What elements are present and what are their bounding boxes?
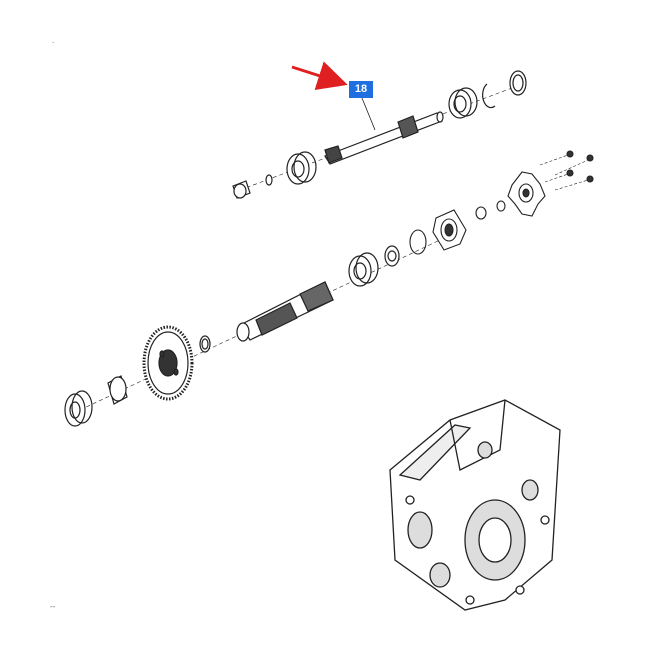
corner-mark-bottom-left: -- xyxy=(50,602,56,611)
pointer-arrow-icon xyxy=(291,61,348,90)
lower-small-bearing xyxy=(384,245,400,267)
upper-shaft-assembly xyxy=(232,70,527,199)
upper-end-ring xyxy=(509,70,527,96)
upper-snap-ring-open xyxy=(482,83,496,109)
callout-18-badge: 18 xyxy=(349,81,373,98)
corner-mark-top-left: . xyxy=(52,36,55,45)
upper-right-bearing xyxy=(448,87,478,119)
screw-2 xyxy=(554,154,594,176)
upper-bushing xyxy=(232,180,251,199)
flange-o-ring xyxy=(409,229,427,255)
large-spur-gear xyxy=(142,325,194,401)
screw-4 xyxy=(554,175,594,191)
callout-18-label: 18 xyxy=(354,83,368,95)
flange-washer-2 xyxy=(475,206,487,220)
lower-oil-seal xyxy=(64,390,93,427)
flange-washer-1 xyxy=(496,200,506,212)
lower-spacer-bushing xyxy=(107,375,128,405)
screw-1 xyxy=(539,150,574,166)
screw-3 xyxy=(544,169,574,183)
square-bearing-flange xyxy=(432,209,467,251)
lower-splined-shaft xyxy=(236,281,334,342)
upper-main-shaft xyxy=(324,111,444,165)
upper-snap-ring-small xyxy=(265,174,273,186)
callout-leader-line xyxy=(361,97,376,131)
lower-shaft-assembly xyxy=(64,239,441,427)
transmission-housing xyxy=(389,399,561,611)
cross-flange xyxy=(507,171,546,217)
upper-left-bearing xyxy=(286,151,317,185)
lower-snap-ring xyxy=(199,335,211,353)
flange-assembly xyxy=(409,150,594,255)
lower-large-bearing xyxy=(348,252,379,287)
